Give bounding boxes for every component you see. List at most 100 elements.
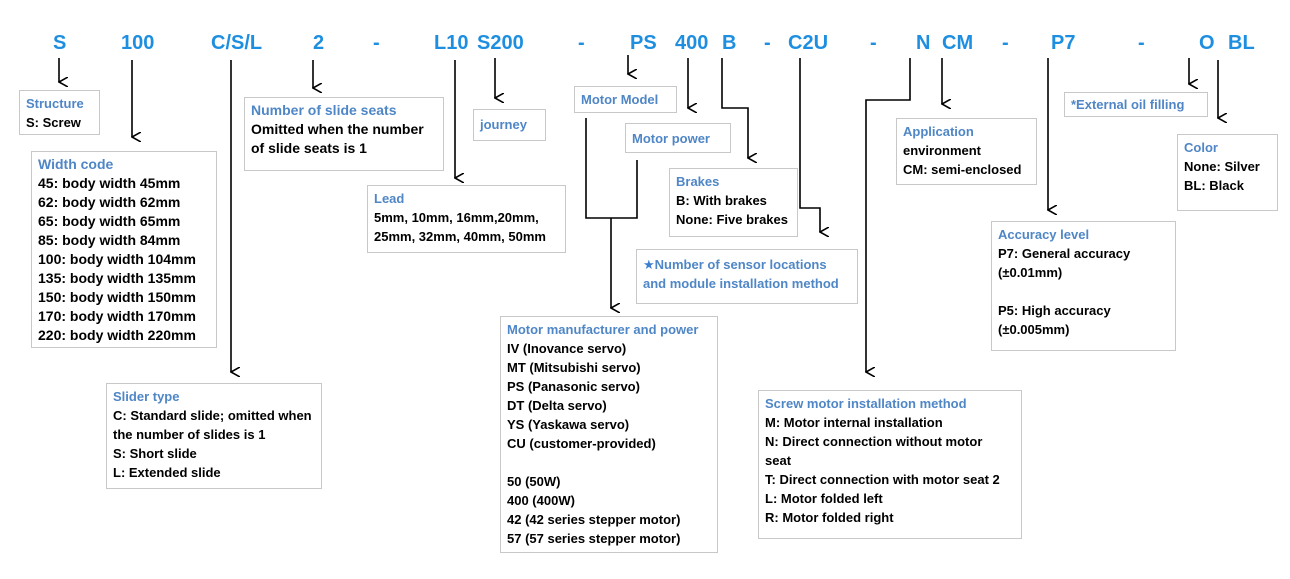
- slider-type-line: S: Short slide: [113, 446, 197, 461]
- width-code-line: 170: body width 170mm: [38, 308, 196, 324]
- accuracy-line: P5: High accuracy: [998, 303, 1111, 318]
- color-title: Color: [1184, 140, 1218, 155]
- width-code-box: Width code 45: body width 45mm 62: body …: [31, 151, 217, 348]
- screw-motor-line: T: Direct connection with motor seat 2: [765, 472, 1000, 487]
- screw-motor-line: M: Motor internal installation: [765, 415, 943, 430]
- accuracy-line: P7: General accuracy: [998, 246, 1131, 261]
- lead-box: Lead 5mm, 10mm, 16mm,20mm, 25mm, 32mm, 4…: [367, 185, 566, 253]
- code-application: CM: [942, 32, 974, 54]
- slide-seats-box: Number of slide seats Omitted when the n…: [244, 97, 444, 171]
- code-dash-4: -: [870, 32, 877, 54]
- application-line: CM: semi-enclosed: [903, 162, 1022, 177]
- slide-seats-line: Omitted when the number: [251, 121, 424, 137]
- width-code-line: 85: body width 84mm: [38, 232, 181, 248]
- brakes-box: Brakes B: With brakes None: Five brakes: [669, 168, 798, 237]
- code-accuracy: P7: [1051, 32, 1076, 54]
- slide-seats-title: Number of slide seats: [251, 102, 397, 118]
- motor-manufacturer-box: Motor manufacturer and power IV (Inovanc…: [500, 316, 718, 553]
- journey-title: journey: [480, 117, 527, 132]
- motor-manufacturer-line: CU (customer-provided): [507, 436, 656, 451]
- code-slide-seats: 2: [313, 32, 325, 54]
- motor-manufacturer-line: DT (Delta servo): [507, 398, 607, 413]
- code-lead: L10: [434, 32, 469, 54]
- width-code-line: 62: body width 62mm: [38, 194, 181, 210]
- spacer: [507, 453, 711, 472]
- motor-power-line: 50 (50W): [507, 474, 561, 489]
- accuracy-box: Accuracy level P7: General accuracy (±0.…: [991, 221, 1176, 351]
- motor-manufacturer-line: MT (Mitsubishi servo): [507, 360, 641, 375]
- code-width: 100: [121, 32, 155, 54]
- sensor-title-line: Number of sensor locations: [654, 257, 827, 272]
- code-sensor: C2U: [788, 32, 829, 54]
- code-brakes: B: [722, 32, 737, 54]
- motor-manufacturer-line: IV (Inovance servo): [507, 341, 627, 356]
- sensor-title-line: and module installation method: [643, 276, 839, 291]
- screw-motor-title: Screw motor installation method: [765, 396, 967, 411]
- motor-model-title: Motor Model: [581, 92, 659, 107]
- motor-power-title: Motor power: [632, 131, 710, 146]
- code-slider-type: C/S/L: [211, 32, 263, 54]
- width-code-line: 45: body width 45mm: [38, 175, 181, 191]
- color-line: None: Silver: [1184, 159, 1260, 174]
- code-dash-3: -: [764, 32, 771, 54]
- slide-seats-line: of slide seats is 1: [251, 140, 367, 156]
- width-code-line: 220: body width 220mm: [38, 327, 196, 343]
- structure-line: S: Screw: [26, 115, 81, 130]
- structure-title: Structure: [26, 96, 84, 111]
- code-external-oil: O: [1199, 32, 1215, 54]
- application-box: Application environment CM: semi-enclose…: [896, 118, 1037, 185]
- screw-motor-line: R: Motor folded right: [765, 510, 894, 525]
- brakes-line: None: Five brakes: [676, 212, 788, 227]
- code-color: BL: [1228, 32, 1255, 54]
- lead-line: 5mm, 10mm, 16mm,20mm,: [374, 210, 539, 225]
- width-code-line: 135: body width 135mm: [38, 270, 196, 286]
- structure-box: Structure S: Screw: [19, 90, 100, 135]
- motor-power-line: 57 (57 series stepper motor): [507, 531, 681, 546]
- screw-motor-line: seat: [765, 453, 792, 468]
- width-code-line: 65: body width 65mm: [38, 213, 181, 229]
- sensor-title-1: ★Number of sensor locations: [643, 255, 851, 274]
- arrow-sensor: [799, 58, 820, 232]
- motor-manufacturer-line: YS (Yaskawa servo): [507, 417, 630, 432]
- width-code-line: 100: body width 104mm: [38, 251, 196, 267]
- slider-type-line: L: Extended slide: [113, 465, 221, 480]
- color-box: Color None: Silver BL: Black: [1177, 134, 1278, 211]
- accuracy-line: (±0.005mm): [998, 322, 1070, 337]
- code-dash-1: -: [373, 32, 380, 54]
- screw-motor-line: L: Motor folded left: [765, 491, 883, 506]
- motor-model-box: Motor Model: [574, 86, 677, 113]
- lead-line: 25mm, 32mm, 40mm, 50mm: [374, 229, 546, 244]
- motor-power-box: Motor power: [625, 123, 731, 153]
- arrow-screw-motor: [866, 58, 911, 372]
- sensor-box: ★Number of sensor locations and module i…: [636, 249, 858, 304]
- code-dash-5: -: [1002, 32, 1009, 54]
- slider-type-line: the number of slides is 1: [113, 427, 266, 442]
- brakes-line: B: With brakes: [676, 193, 767, 208]
- spacer: [998, 282, 1169, 301]
- accuracy-title: Accuracy level: [998, 227, 1090, 242]
- external-oil-box: *External oil filling: [1064, 92, 1208, 117]
- color-line: BL: Black: [1184, 178, 1244, 193]
- code-dash-6: -: [1138, 32, 1145, 54]
- code-installation: N: [916, 32, 931, 54]
- motor-manufacturer-line: PS (Panasonic servo): [507, 379, 640, 394]
- application-title: Application: [903, 124, 974, 139]
- code-structure: S: [53, 32, 67, 54]
- application-line: environment: [903, 143, 982, 158]
- code-dash-2: -: [578, 32, 585, 54]
- width-code-title: Width code: [38, 156, 114, 172]
- slider-type-title: Slider type: [113, 389, 180, 404]
- arrow-brakes: [721, 58, 748, 158]
- slider-type-line: C: Standard slide; omitted when: [113, 408, 312, 423]
- code-motor-model: PS: [630, 32, 657, 54]
- screw-motor-box: Screw motor installation method M: Motor…: [758, 390, 1022, 539]
- slider-type-box: Slider type C: Standard slide; omitted w…: [106, 383, 322, 489]
- code-stroke: S200: [477, 32, 524, 54]
- width-code-line: 150: body width 150mm: [38, 289, 196, 305]
- accuracy-line: (±0.01mm): [998, 265, 1063, 280]
- code-motor-power: 400: [675, 32, 709, 54]
- brakes-title: Brakes: [676, 174, 720, 189]
- motor-manufacturer-title: Motor manufacturer and power: [507, 322, 699, 337]
- lead-title: Lead: [374, 191, 405, 206]
